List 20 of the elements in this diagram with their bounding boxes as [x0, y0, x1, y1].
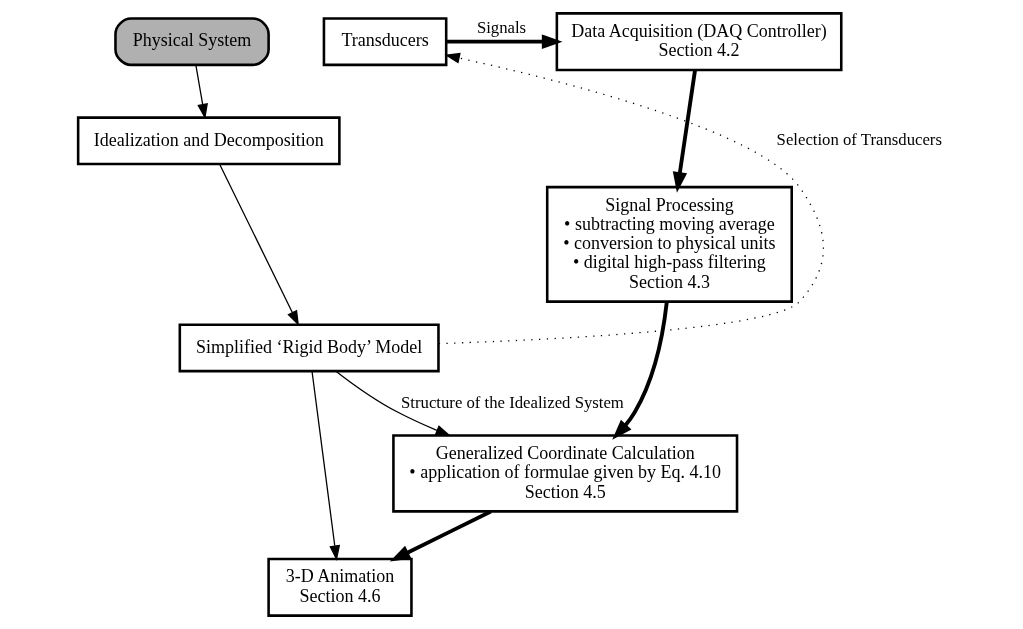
node-box: Simplified ‘Rigid Body’ Model — [178, 323, 440, 373]
arrow — [195, 64, 208, 120]
edge-label: Selection of Transducers — [776, 130, 942, 150]
node-box: Data Acquisition (DAQ Controller) Section 4.2 — [555, 12, 843, 72]
arrow — [218, 163, 300, 327]
arrow — [311, 370, 341, 561]
node-box: Physical System — [114, 17, 270, 67]
arrow — [446, 34, 563, 49]
edge-label: Signals — [476, 18, 527, 38]
arrow — [389, 509, 492, 562]
edge-label: Structure of the Idealized System — [401, 392, 624, 412]
arrow — [672, 70, 697, 193]
arrow — [335, 370, 451, 437]
node-box: Generalized Coordinate Calculation • application of formulae given by Eq. 4.10 Section 4.5 — [392, 434, 739, 513]
node-box: Signal Processing • subtracting moving average • conversion to physical units • digital high-pass filtering Section 4.3 — [545, 185, 793, 303]
arrow — [438, 52, 824, 345]
node-box: 3-D Animation Section 4.6 — [267, 557, 413, 617]
arrow — [612, 301, 669, 440]
node-box: Idealization and Decomposition — [76, 116, 341, 166]
node-box: Transducers — [322, 17, 448, 67]
